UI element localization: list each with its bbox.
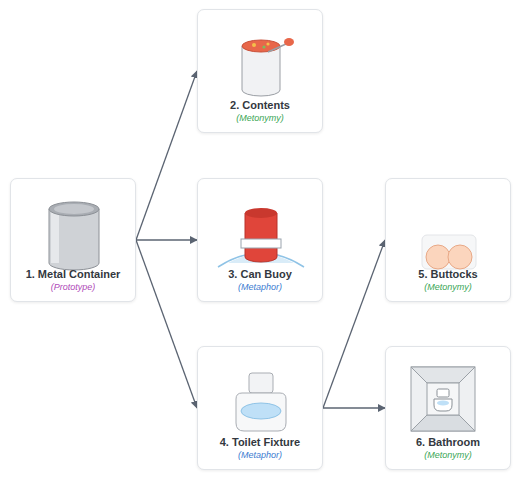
node-subtitle: (Metonymy) xyxy=(236,112,284,124)
node-subtitle: (Metonymy) xyxy=(424,281,472,293)
arrow-connector xyxy=(136,239,197,240)
node-subtitle: (Prototype) xyxy=(51,281,96,293)
node-title: 4. Toilet Fixture xyxy=(220,435,300,449)
node-title: 1. Metal Container xyxy=(26,267,121,281)
concept-card: 6. Bathroom(Metonymy) xyxy=(385,346,511,470)
buttocks-icon xyxy=(386,179,512,275)
concept-card: 3. Can Buoy(Metaphor) xyxy=(197,178,323,302)
toilet-icon xyxy=(198,347,324,443)
concept-card: 5. Buttocks(Metonymy) xyxy=(385,178,511,302)
can-buoy-icon xyxy=(198,179,324,275)
node-title: 3. Can Buoy xyxy=(228,267,292,281)
node-subtitle: (Metaphor) xyxy=(238,281,282,293)
arrow-connector xyxy=(323,240,385,408)
concept-card: 2. Contents(Metonymy) xyxy=(197,9,323,133)
node-subtitle: (Metonymy) xyxy=(424,449,472,461)
arrow-connector xyxy=(323,407,385,408)
arrow-connector xyxy=(136,240,197,408)
node-subtitle: (Metaphor) xyxy=(238,449,282,461)
concept-card: 1. Metal Container(Prototype) xyxy=(10,178,136,302)
metal-can-icon xyxy=(11,179,137,275)
bathroom-icon xyxy=(386,347,512,443)
node-title: 5. Buttocks xyxy=(418,267,477,281)
node-title: 2. Contents xyxy=(230,98,290,112)
can-contents-icon xyxy=(198,10,324,106)
concept-card: 4. Toilet Fixture(Metaphor) xyxy=(197,346,323,470)
node-title: 6. Bathroom xyxy=(416,435,480,449)
arrow-connector xyxy=(136,71,197,240)
